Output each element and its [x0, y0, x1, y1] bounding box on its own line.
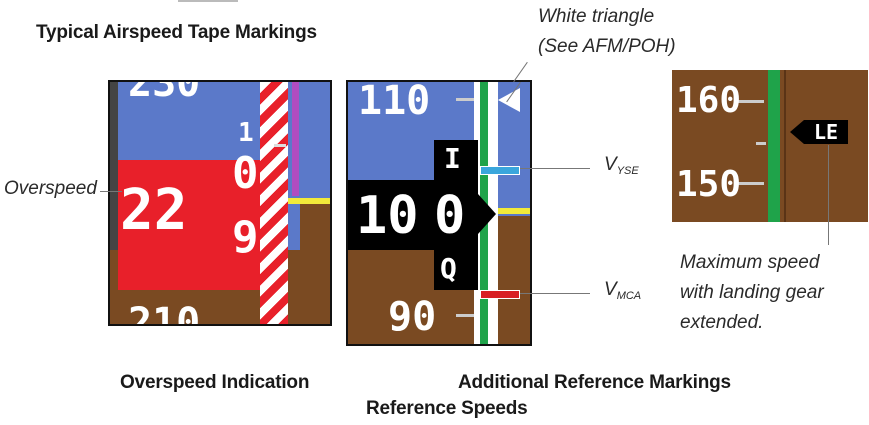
tape-value-top: 160	[676, 80, 742, 121]
vmca-label-sub: MCA	[616, 290, 642, 302]
reference-caption: Additional Reference Markings	[458, 372, 731, 393]
tick-mark	[738, 100, 764, 103]
trend-vector	[292, 82, 299, 196]
gear-speed-flag-label: LE	[813, 120, 839, 144]
tape-divider	[784, 70, 786, 222]
tick-mark	[456, 314, 474, 317]
vyse-label: VYSE	[604, 154, 639, 177]
white-triangle-marker	[498, 88, 520, 112]
gear-tape: 160 150 LE	[672, 70, 868, 222]
vyse-leader	[520, 168, 590, 169]
gear-callout-line3: extended.	[680, 312, 764, 333]
readout-digit-above: I	[444, 142, 461, 175]
readout-main: 22	[120, 178, 188, 243]
vmca-bug	[480, 290, 520, 299]
triangle-callout-line2: (See AFM/POH)	[538, 36, 676, 57]
readout-digit-window	[434, 140, 478, 290]
attitude-ground	[498, 216, 530, 344]
horizon-line	[488, 208, 530, 214]
attitude-strip	[300, 82, 330, 200]
gear-callout-line2: with landing gear	[680, 282, 824, 303]
vmca-label: VMCA	[604, 279, 642, 302]
overspeed-callout: Overspeed	[4, 178, 97, 199]
tape-value-bottom: 210	[128, 300, 201, 326]
reference-tape: 110 10 0 I Q 90	[346, 80, 532, 346]
readout-upper-digit: 1	[238, 118, 254, 148]
gear-callout-line1: Maximum speed	[680, 252, 820, 273]
page-title: Typical Airspeed Tape Markings	[36, 22, 317, 43]
tape-value-top: 110	[358, 80, 431, 124]
overspeed-leader	[100, 191, 122, 192]
triangle-callout-line1: White triangle	[538, 6, 655, 27]
readout-lower-digit: 9	[232, 212, 259, 263]
tape-value-bottom: 90	[388, 294, 437, 340]
barber-pole	[260, 82, 288, 324]
tick-mark	[756, 142, 766, 145]
vmca-label-main: V	[604, 279, 617, 300]
header-rule	[178, 0, 238, 2]
vyse-label-sub: YSE	[616, 165, 639, 177]
gear-speed-flag: LE	[804, 120, 848, 144]
footer-title: Reference Speeds	[366, 398, 528, 419]
vmca-leader	[520, 293, 590, 294]
overspeed-caption: Overspeed Indication	[120, 372, 310, 393]
tape-value-top: 230	[128, 80, 201, 106]
attitude-ground	[300, 204, 330, 324]
horizon-line	[288, 198, 330, 204]
readout-digit-below: Q	[440, 252, 457, 285]
tick-mark	[274, 144, 286, 147]
tick-mark	[456, 98, 474, 101]
vyse-bug	[480, 166, 520, 175]
vyse-label-main: V	[604, 154, 617, 175]
green-arc	[768, 70, 780, 222]
tick-mark	[738, 182, 764, 185]
tape-value-bottom: 150	[676, 164, 742, 205]
readout-rolling-digit: 0	[434, 186, 466, 246]
readout-rolling-digit: 0	[232, 148, 259, 199]
tape-left-edge	[110, 82, 118, 324]
overspeed-tape: 230 1 22 0 9 210	[108, 80, 332, 326]
overspeed-readout-box	[118, 160, 268, 290]
gear-speed-flag-pointer	[790, 120, 804, 144]
gear-leader	[828, 145, 829, 245]
readout-pointer	[478, 194, 496, 234]
readout-main: 10	[356, 186, 419, 246]
